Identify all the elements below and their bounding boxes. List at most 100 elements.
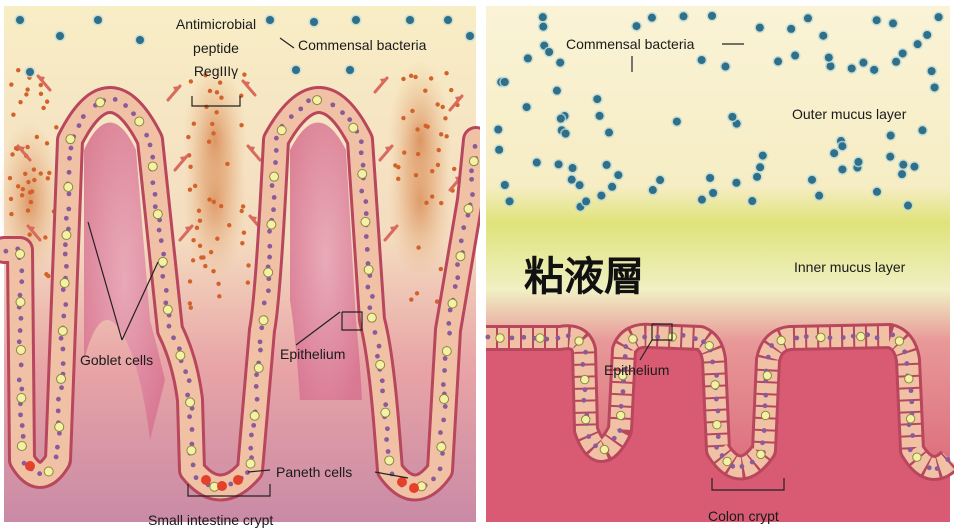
cell-nucleus bbox=[580, 362, 585, 367]
peptide-dot bbox=[242, 72, 246, 76]
goblet-cell bbox=[44, 467, 53, 476]
cell-nucleus bbox=[623, 344, 628, 349]
left-epithelium-label: Epithelium bbox=[280, 346, 345, 362]
goblet-cell bbox=[16, 297, 25, 306]
goblet-cell bbox=[187, 446, 196, 455]
peptide-dot bbox=[10, 152, 14, 156]
commensal-bacterium bbox=[928, 67, 936, 75]
goblet-cell bbox=[705, 341, 713, 349]
cell-nucleus bbox=[763, 393, 768, 398]
goblet-cell bbox=[158, 257, 167, 266]
cell-nucleus bbox=[67, 191, 72, 196]
goblet-cell bbox=[440, 395, 449, 404]
peptide-dot bbox=[430, 169, 434, 173]
commensal-bacterium bbox=[819, 32, 827, 40]
commensal-bacterium bbox=[603, 161, 611, 169]
peptide-dot bbox=[215, 236, 219, 240]
peptide-dot bbox=[449, 88, 453, 92]
commensal-bacterium bbox=[494, 126, 502, 134]
goblet-cell bbox=[711, 381, 719, 389]
cell-nucleus bbox=[875, 335, 880, 340]
commensal-bacterium bbox=[506, 197, 514, 205]
cell-nucleus bbox=[681, 333, 686, 338]
peptide-dot bbox=[28, 190, 32, 194]
peptide-dot bbox=[409, 297, 413, 301]
peptide-dot bbox=[424, 201, 428, 205]
commensal-bacterium bbox=[501, 78, 509, 86]
cell-nucleus bbox=[459, 238, 464, 243]
goblet-cell bbox=[582, 415, 590, 423]
peptide-dot bbox=[32, 167, 36, 171]
cell-nucleus bbox=[359, 139, 364, 144]
cell-nucleus bbox=[159, 238, 164, 243]
peptide-dot bbox=[225, 162, 229, 166]
goblet-cell bbox=[254, 363, 263, 372]
commensal-bacterium bbox=[533, 159, 541, 167]
peptide-dot bbox=[219, 204, 223, 208]
goblet-cell bbox=[60, 278, 69, 287]
cell-nucleus bbox=[904, 361, 909, 366]
goblet-cell bbox=[62, 231, 71, 240]
cell-nucleus bbox=[187, 378, 192, 383]
goblet-cell bbox=[64, 183, 73, 192]
goblet-cell bbox=[246, 459, 255, 468]
peptide-dot bbox=[415, 127, 419, 131]
peptide-dot bbox=[188, 165, 192, 169]
commensal-bacterium bbox=[292, 66, 300, 74]
goblet-cell bbox=[16, 345, 25, 354]
goblet-cell bbox=[575, 337, 583, 345]
commensal-bacterium bbox=[748, 197, 756, 205]
commensal-bacterium bbox=[562, 130, 570, 138]
peptide-dot bbox=[24, 92, 28, 96]
peptide-dot bbox=[186, 135, 190, 139]
cell-nucleus bbox=[273, 160, 278, 165]
cell-nucleus bbox=[148, 143, 153, 148]
cell-nucleus bbox=[274, 136, 279, 141]
commensal-bacterium bbox=[596, 112, 604, 120]
commensal-bacterium bbox=[918, 126, 926, 134]
peptide-dot bbox=[211, 131, 215, 135]
cell-nucleus bbox=[254, 372, 259, 377]
cell-nucleus bbox=[442, 368, 447, 373]
peptide-dot bbox=[9, 212, 13, 216]
commensal-bacterium bbox=[709, 189, 717, 197]
cell-nucleus bbox=[384, 437, 389, 442]
cell-nucleus bbox=[367, 305, 372, 310]
cell-nucleus bbox=[258, 339, 263, 344]
cell-nucleus bbox=[63, 252, 68, 257]
cell-nucleus bbox=[19, 363, 24, 368]
cell-nucleus bbox=[446, 321, 451, 326]
cell-nucleus bbox=[469, 177, 474, 182]
peptide-dot bbox=[16, 184, 20, 188]
commensal-bacterium bbox=[804, 14, 812, 22]
peptide-dot bbox=[188, 301, 192, 305]
commensal-bacterium bbox=[523, 103, 531, 111]
peptide-dot bbox=[21, 187, 25, 191]
commensal-bacterium bbox=[923, 31, 931, 39]
peptide-dot bbox=[27, 232, 31, 236]
cell-nucleus bbox=[54, 455, 59, 460]
cell-nucleus bbox=[258, 348, 263, 353]
peptide-dot bbox=[396, 177, 400, 181]
goblet-cell bbox=[536, 334, 544, 342]
peptide-dot bbox=[39, 92, 43, 96]
cell-nucleus bbox=[909, 399, 914, 404]
peptide-dot bbox=[416, 245, 420, 249]
peptide-dot bbox=[443, 116, 447, 120]
cell-nucleus bbox=[469, 168, 474, 173]
peptide-dot bbox=[239, 123, 243, 127]
cell-nucleus bbox=[61, 347, 66, 352]
commensal-bacterium bbox=[648, 14, 656, 22]
goblet-cell bbox=[469, 157, 478, 166]
cell-nucleus bbox=[710, 359, 715, 364]
cell-nucleus bbox=[153, 204, 158, 209]
peptide-dot bbox=[435, 102, 439, 106]
commensal-bacterium bbox=[310, 18, 318, 26]
commensal-bacterium bbox=[557, 115, 565, 123]
cell-nucleus bbox=[361, 163, 366, 168]
goblet-cell bbox=[757, 450, 765, 458]
goblet-cell bbox=[617, 411, 625, 419]
commensal-bacterium bbox=[787, 25, 795, 33]
cell-nucleus bbox=[441, 417, 446, 422]
